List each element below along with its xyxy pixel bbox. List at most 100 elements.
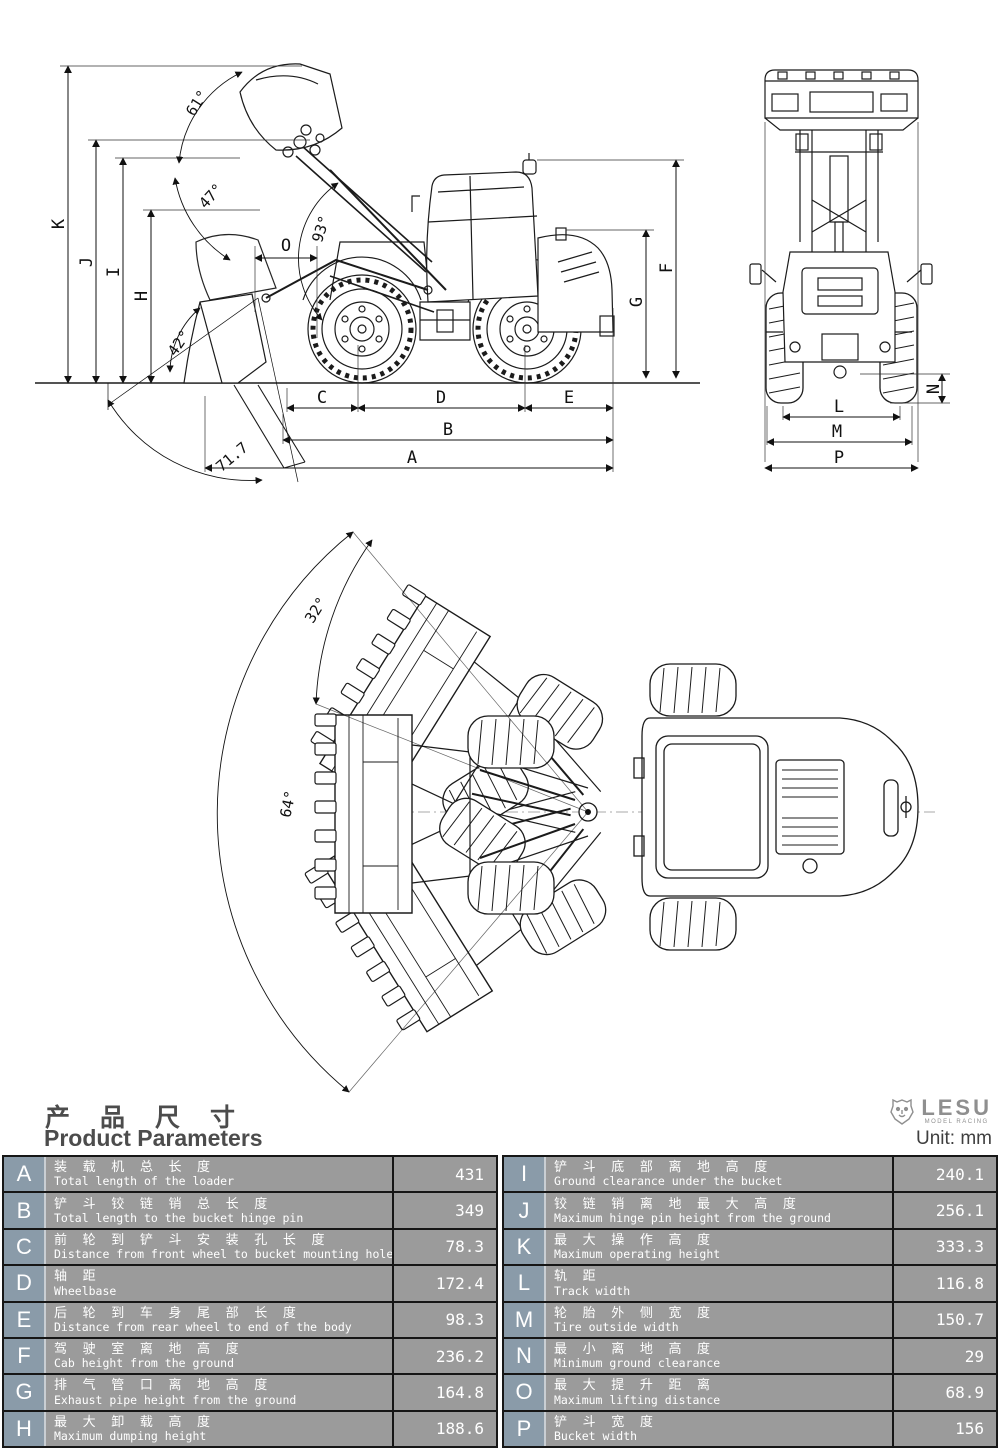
param-name-en: Maximum lifting distance	[554, 1392, 721, 1407]
param-name-en: Exhaust pipe height from the ground	[54, 1392, 297, 1407]
param-row-g: G 排 气 管 口 离 地 高 度 Exhaust pipe height fr…	[4, 1375, 496, 1412]
param-row-m: M 轮 胎 外 侧 宽 度 Tire outside width 150.7	[504, 1302, 996, 1339]
param-row-o: O 最 大 提 升 距 离 Maximum lifting distance 6…	[504, 1375, 996, 1412]
dim-label-e: E	[564, 388, 574, 408]
param-value: 236.2	[392, 1338, 496, 1374]
param-name-en: Total length of the loader	[54, 1174, 235, 1189]
param-letter: P	[504, 1411, 546, 1446]
param-letter: E	[4, 1302, 46, 1337]
title-chinese: 产品尺寸	[45, 1104, 266, 1132]
param-label: 轴 距 Wheelbase	[46, 1266, 392, 1300]
dim-label-o: O	[281, 236, 291, 256]
param-value: 333.3	[892, 1229, 996, 1265]
param-value: 240.1	[892, 1157, 996, 1192]
angle-label-32: 32°	[301, 594, 331, 627]
param-letter: O	[504, 1375, 546, 1410]
dim-label-f: F	[657, 263, 677, 273]
param-value: 172.4	[392, 1266, 496, 1301]
param-name-en: Ground clearance under the bucket	[554, 1174, 783, 1189]
param-name-cn: 铲 斗 铰 链 销 总 长 度	[54, 1195, 274, 1211]
param-name-en: Total length to the bucket hinge pin	[54, 1210, 304, 1225]
param-letter: A	[4, 1157, 46, 1192]
param-label: 铲 斗 宽 度 Bucket width	[546, 1412, 892, 1446]
param-letter: J	[504, 1193, 546, 1228]
param-name-en: Wheelbase	[54, 1283, 117, 1298]
dim-label-p: P	[834, 448, 844, 468]
dim-label-d: D	[436, 388, 446, 408]
param-label: 驾 驶 室 离 地 高 度 Cab height from the ground	[46, 1339, 392, 1373]
param-value: 256.1	[892, 1193, 996, 1228]
dim-label-j: J	[77, 257, 97, 267]
param-letter: H	[4, 1411, 46, 1446]
param-value: 29	[892, 1338, 996, 1374]
rear-view-drawing: N L M P	[749, 69, 950, 472]
param-name-cn: 前 轮 到 铲 斗 安 装 孔 长 度	[54, 1231, 331, 1247]
brand-name: LESU	[921, 1095, 992, 1120]
param-row-h: H 最 大 卸 载 高 度 Maximum dumping height 188…	[4, 1411, 496, 1446]
param-label: 装 载 机 总 长 度 Total length of the loader	[46, 1157, 392, 1191]
param-value: 156	[892, 1411, 996, 1446]
param-label: 最 大 操 作 高 度 Maximum operating height	[546, 1230, 892, 1264]
param-name-cn: 装 载 机 总 长 度	[54, 1159, 217, 1175]
param-value: 98.3	[392, 1302, 496, 1337]
parameters-table-right: I 铲 斗 底 部 离 地 高 度 Ground clearance under…	[502, 1155, 998, 1448]
param-name-cn: 最 大 操 作 高 度	[554, 1231, 717, 1247]
param-name-cn: 轴 距	[54, 1268, 102, 1284]
title-english: Product Parameters	[44, 1125, 263, 1151]
dim-label-h: H	[132, 291, 152, 301]
parameters-table-left: A 装 载 机 总 长 度 Total length of the loader…	[2, 1155, 498, 1448]
param-value: 188.6	[392, 1411, 496, 1446]
param-name-cn: 轨 距	[554, 1268, 602, 1284]
param-value: 150.7	[892, 1302, 996, 1337]
brand-logo: LESU MODEL RACING	[889, 1095, 992, 1126]
param-name-cn: 驾 驶 室 离 地 高 度	[54, 1341, 245, 1357]
param-row-l: L 轨 距 Track width 116.8	[504, 1266, 996, 1303]
param-name-en: Maximum operating height	[554, 1247, 721, 1262]
param-label: 最 大 提 升 距 离 Maximum lifting distance	[546, 1375, 892, 1409]
parameters-header: 产品尺寸 Product Parameters LESU MODEL RACIN…	[0, 1096, 1000, 1154]
dim-label-n: N	[924, 384, 944, 394]
param-label: 最 大 卸 载 高 度 Maximum dumping height	[46, 1412, 392, 1446]
param-letter: D	[4, 1266, 46, 1301]
param-name-cn: 铰 链 销 离 地 最 大 高 度	[554, 1195, 802, 1211]
param-label: 轨 距 Track width	[546, 1266, 892, 1300]
param-value: 349	[392, 1193, 496, 1228]
param-name-cn: 排 气 管 口 离 地 高 度	[54, 1377, 274, 1393]
param-label: 铰 链 销 离 地 最 大 高 度 Maximum hinge pin heig…	[546, 1193, 892, 1227]
param-letter: I	[504, 1157, 546, 1192]
angle-label-64: 64°	[276, 789, 299, 819]
param-name-en: Distance from rear wheel to end of the b…	[54, 1319, 352, 1334]
param-row-a: A 装 载 机 总 长 度 Total length of the loader…	[4, 1157, 496, 1194]
loader-technical-drawing: K J I H F G O C D E B A 61° 47° 93° 42° …	[35, 63, 950, 1093]
param-name-en: Maximum dumping height	[54, 1429, 207, 1444]
param-row-j: J 铰 链 销 离 地 最 大 高 度 Maximum hinge pin he…	[504, 1193, 996, 1230]
param-row-k: K 最 大 操 作 高 度 Maximum operating height 3…	[504, 1229, 996, 1267]
param-name-en: Track width	[554, 1283, 631, 1298]
dim-label-k: K	[49, 218, 69, 229]
lesu-lion-logo-icon	[890, 1098, 915, 1125]
param-name-en: Tire outside width	[554, 1319, 679, 1334]
param-value: 431	[392, 1157, 496, 1192]
angle-label-717: 71.7	[212, 438, 251, 475]
param-label: 排 气 管 口 离 地 高 度 Exhaust pipe height from…	[46, 1375, 392, 1409]
dim-label-m: M	[832, 422, 842, 442]
param-label: 轮 胎 外 侧 宽 度 Tire outside width	[546, 1303, 892, 1337]
side-view-drawing: K J I H F G O C D E B A 61° 47° 93° 42° …	[35, 63, 700, 485]
param-label: 铲 斗 铰 链 销 总 长 度 Total length to the buck…	[46, 1193, 392, 1227]
param-name-cn: 轮 胎 外 侧 宽 度	[554, 1304, 717, 1320]
dim-label-b: B	[443, 420, 453, 440]
param-name-en: Bucket width	[554, 1429, 638, 1444]
param-letter: K	[504, 1229, 546, 1265]
dim-label-c: C	[317, 388, 327, 408]
param-name-cn: 铲 斗 宽 度	[554, 1413, 659, 1429]
param-label: 最 小 离 地 高 度 Minimum ground clearance	[546, 1339, 892, 1373]
param-row-i: I 铲 斗 底 部 离 地 高 度 Ground clearance under…	[504, 1157, 996, 1194]
dim-label-l: L	[834, 397, 844, 417]
param-name-cn: 最 小 离 地 高 度	[554, 1341, 717, 1357]
angle-label-61: 61°	[182, 87, 212, 120]
param-name-cn: 最 大 提 升 距 离	[554, 1377, 717, 1393]
param-value: 68.9	[892, 1375, 996, 1410]
param-value: 164.8	[392, 1375, 496, 1410]
top-view-drawing: 32° 64°	[216, 531, 935, 1093]
param-letter: F	[4, 1338, 46, 1374]
